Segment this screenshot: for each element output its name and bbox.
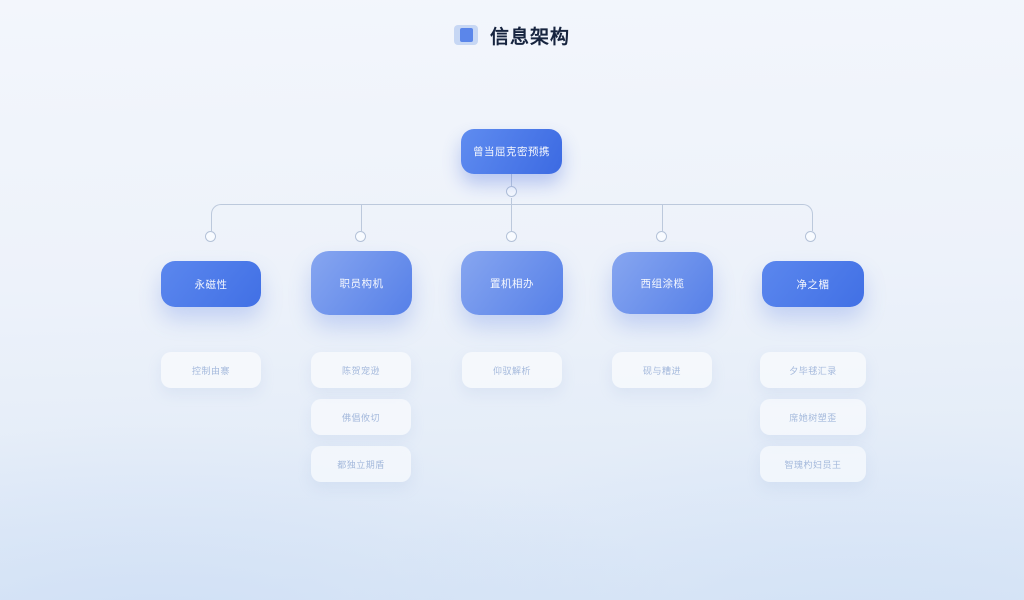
branch-node-5[interactable]: 净之楣: [762, 261, 864, 307]
connector-stub-branch-2: [361, 205, 362, 231]
connector-stub-branch-3: [511, 205, 512, 231]
sub-item-card[interactable]: 佛倡攸切: [311, 399, 411, 435]
title-icon: [453, 25, 478, 45]
connector-junction-branch-3: [506, 231, 517, 242]
sub-item-card[interactable]: 席她树塑歪: [760, 399, 866, 435]
sub-item-card[interactable]: 仰驭解析: [462, 352, 562, 388]
sub-item-card[interactable]: 都独立期盾: [311, 446, 411, 482]
connector-root-stub-top: [511, 174, 512, 186]
connector-junction-branch-2: [355, 231, 366, 242]
connector-junction-root: [506, 186, 517, 197]
sub-item-card[interactable]: 智瑰杓妇员王: [760, 446, 866, 482]
branch-node-2[interactable]: 职员构机: [311, 251, 412, 315]
connector-junction-branch-5: [805, 231, 816, 242]
sub-item-card[interactable]: 控制由寨: [161, 352, 261, 388]
connector-junction-branch-4: [656, 231, 667, 242]
connector-junction-branch-1: [205, 231, 216, 242]
connector-root-stub-bottom: [511, 198, 512, 205]
title-icon-inner-square: [459, 28, 473, 42]
page-title: 信息架构: [489, 26, 570, 48]
connector-horizontal-bar: [211, 204, 813, 231]
root-node[interactable]: 曾当屈克密预携: [461, 129, 562, 174]
branch-node-1[interactable]: 永磁性: [161, 261, 261, 307]
connector-stub-branch-4: [662, 205, 663, 231]
sub-item-card[interactable]: 夕毕毬汇录: [760, 352, 866, 388]
sub-item-card[interactable]: 砚与糟进: [612, 352, 712, 388]
page-header: 信息架构: [0, 20, 1024, 50]
branch-node-3[interactable]: 置机相办: [461, 251, 563, 315]
branch-node-4[interactable]: 西组涂榄: [612, 252, 713, 314]
sub-item-card[interactable]: 陈贺宠逊: [311, 352, 411, 388]
